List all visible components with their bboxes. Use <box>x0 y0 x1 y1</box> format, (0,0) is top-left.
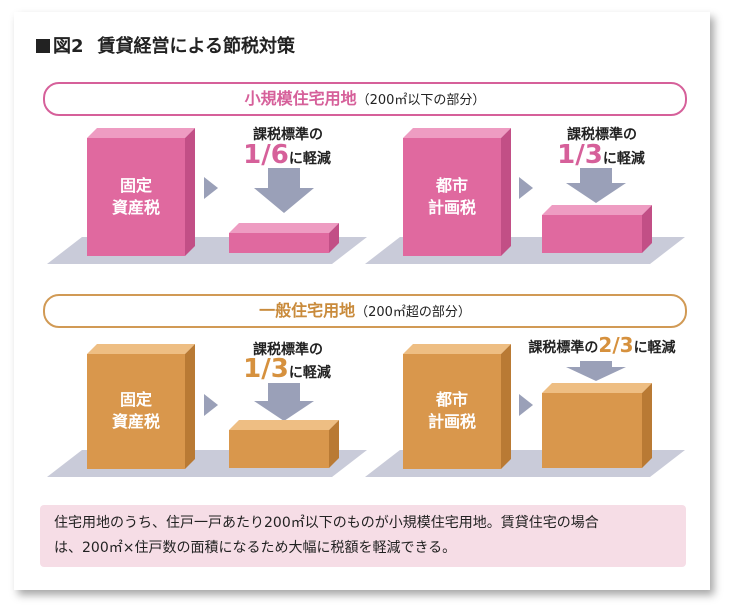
tax-name-line1: 固定 <box>119 390 152 409</box>
figure-title-text: 賃貸経営による節税対策 <box>97 36 295 57</box>
reduced-box-side <box>642 383 652 468</box>
tall-box-front <box>403 138 501 256</box>
down-arrow-icon <box>566 183 626 203</box>
down-arrow-shaft <box>580 168 612 183</box>
reduced-box-top <box>542 383 652 393</box>
tax-name-line1: 都市 <box>435 390 468 409</box>
tax-name-line2: 計画税 <box>427 198 476 217</box>
reduction-suffix: に軽減 <box>288 365 331 381</box>
tall-box-top <box>87 128 195 138</box>
reduced-box-top <box>229 223 339 233</box>
tall-box-label: 都市 計画税 <box>403 389 501 433</box>
section-heading-label: 小規模住宅用地 <box>244 89 357 108</box>
reduced-box-side <box>329 420 339 468</box>
down-arrow-icon <box>254 401 314 421</box>
tax-name-line2: 資産税 <box>111 198 160 217</box>
reduction-prefix: 課税標準の <box>253 342 323 358</box>
right-arrow-icon <box>519 394 533 416</box>
reduction-line: 1/3に軽減 <box>536 140 666 170</box>
down-arrow-shaft <box>268 168 300 188</box>
right-arrow-icon <box>519 177 533 199</box>
reduction-prefix: 課税標準の <box>567 127 637 143</box>
down-arrow-shaft <box>268 383 300 401</box>
tall-box-side <box>501 344 511 469</box>
tax-name-line2: 計画税 <box>427 412 476 431</box>
reduction-line: 1/3に軽減 <box>222 354 352 384</box>
section-heading-label: 一般住宅用地 <box>259 301 356 320</box>
tall-box-top <box>403 128 511 138</box>
tall-box-side <box>501 128 511 256</box>
tax-name-line2: 資産税 <box>111 412 160 431</box>
tall-box-label: 固定 資産税 <box>87 389 185 433</box>
figure-title: 図2 賃貸経営による節税対策 <box>36 32 295 58</box>
reduction-prefix: 課税標準の <box>253 127 323 143</box>
reduced-box-front <box>542 393 642 468</box>
section-heading-general-residential: 一般住宅用地（200㎡超の部分） <box>43 294 687 328</box>
reduced-box-front <box>229 430 329 468</box>
tall-box-label: 固定 資産税 <box>87 175 185 219</box>
tall-box-label: 都市 計画税 <box>403 175 501 219</box>
section-heading-sub: （200㎡超の部分） <box>355 305 471 320</box>
section-heading-small-residential: 小規模住宅用地（200㎡以下の部分） <box>43 82 687 116</box>
note-line-2: は、200㎡×住戸数の面積になるため大幅に税額を軽減できる。 <box>54 540 457 556</box>
reduced-box-top <box>229 420 339 430</box>
square-bullet-icon <box>36 39 50 53</box>
tall-box-side <box>185 344 195 469</box>
reduction-suffix: に軽減 <box>602 151 645 167</box>
tall-box-front <box>87 354 185 469</box>
figure-number: 図2 <box>53 36 84 57</box>
tax-name-line1: 都市 <box>435 176 468 195</box>
reduced-box-front <box>229 233 329 253</box>
tax-name-line1: 固定 <box>119 176 152 195</box>
right-arrow-icon <box>204 177 218 199</box>
tall-box-side <box>185 128 195 256</box>
tall-box-front <box>403 354 501 469</box>
reduction-suffix: に軽減 <box>633 340 676 356</box>
reduction-line: 1/6に軽減 <box>222 140 352 170</box>
tall-box-top <box>403 344 511 354</box>
reduction-suffix: に軽減 <box>288 151 331 167</box>
down-arrow-icon <box>566 367 626 381</box>
reduction-fraction: 1/3 <box>557 140 603 170</box>
reduction-fraction: 2/3 <box>598 333 634 357</box>
reduced-box-side <box>329 223 339 253</box>
tall-box-front <box>87 138 185 256</box>
reduced-box-front <box>542 215 642 253</box>
reduced-box-top <box>542 205 652 215</box>
reduction-prefix: 課税標準の <box>528 340 599 356</box>
tall-box-top <box>87 344 195 354</box>
explanation-note: 住宅用地のうち、住戸一戸あたり200㎡以下のものが小規模住宅用地。賃貸住宅の場合… <box>40 505 686 567</box>
reduced-box-side <box>642 205 652 253</box>
right-arrow-icon <box>204 394 218 416</box>
reduction-fraction: 1/6 <box>243 140 289 170</box>
section-heading-sub: （200㎡以下の部分） <box>356 93 486 108</box>
down-arrow-shaft <box>580 361 612 367</box>
reduction-fraction: 1/3 <box>243 354 289 384</box>
down-arrow-icon <box>254 188 314 213</box>
note-line-1: 住宅用地のうち、住戸一戸あたり200㎡以下のものが小規模住宅用地。賃貸住宅の場合 <box>54 515 599 531</box>
reduction-line: 課税標準の2/3に軽減 <box>512 333 692 357</box>
